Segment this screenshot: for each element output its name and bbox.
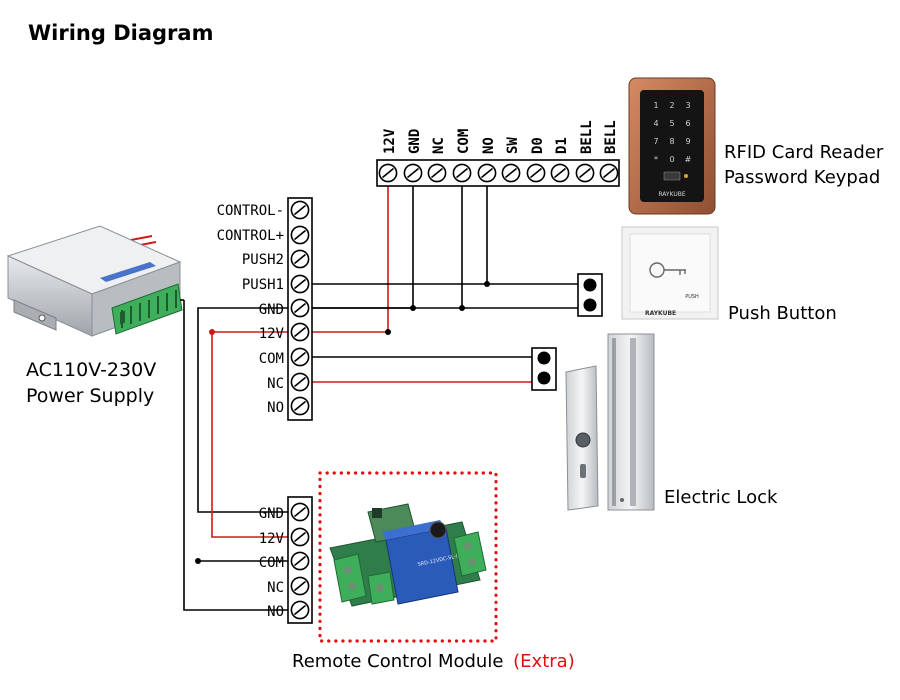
keypad-terminal-label: D0 [530, 137, 546, 154]
keypad-terminal-label: D1 [554, 137, 570, 154]
keypad-terminal-strip [376, 159, 620, 187]
keypad-terminal-label: BELL [603, 120, 619, 154]
psu-screw [290, 274, 310, 294]
psu-screw [290, 249, 310, 269]
psu-terminal-label: NC [267, 376, 284, 392]
power-supply-label-line2: Power Supply [26, 385, 154, 407]
psu-terminal-label: GND [259, 302, 284, 318]
keypad-label-line1: RFID Card Reader [724, 142, 884, 163]
push-button-text: PUSH [685, 294, 699, 300]
svg-text:8: 8 [669, 137, 674, 146]
keypad-brand: RAYKUBE [658, 191, 686, 198]
keypad-terminal-labels: 12V GND NC COM NO SW D0 D1 BELL BELL [382, 120, 619, 154]
remote-terminal-strip [287, 496, 313, 624]
psu-terminal-label: NO [267, 400, 284, 416]
svg-text:7: 7 [653, 137, 658, 146]
electric-lock-image [565, 333, 655, 511]
push-button-label: Push Button [728, 303, 837, 324]
remote-module-extra: (Extra) [513, 651, 575, 672]
wire-keypad-gnd [312, 184, 414, 309]
keypad-terminal-label: SW [505, 137, 521, 154]
psu-screw [290, 200, 310, 220]
keypad-terminal-label: GND [407, 129, 423, 154]
svg-text:#: # [685, 155, 692, 164]
push-button-brand: RAYKUBE [645, 310, 676, 317]
svg-text:1: 1 [653, 101, 658, 110]
wire-no-remote [183, 300, 288, 611]
keypad-terminal-label: NO [481, 137, 497, 154]
remote-terminal-label: GND [259, 506, 284, 522]
svg-text:3: 3 [685, 101, 690, 110]
svg-text:5: 5 [669, 119, 674, 128]
wire-12v-trunk [211, 331, 288, 538]
remote-module-caption: Remote Control Module (Extra) [292, 651, 575, 672]
svg-text:4: 4 [653, 119, 658, 128]
remote-module-image: SRD-12VDC-SL-C [329, 503, 487, 607]
svg-text:6: 6 [685, 119, 690, 128]
diagram-title: Wiring Diagram [28, 21, 213, 45]
power-supply-terminal-strip [287, 197, 313, 421]
psu-terminal-label: PUSH1 [242, 277, 284, 293]
electric-lock-label: Electric Lock [664, 487, 778, 508]
svg-text:2: 2 [669, 101, 674, 110]
keypad-terminal-label: 12V [382, 128, 398, 154]
remote-terminal-label: NC [267, 580, 284, 596]
psu-screw [290, 298, 310, 318]
wires [183, 184, 580, 611]
remote-terminal-labels: GND 12V COM NC NO [259, 506, 285, 620]
power-supply-terminal-labels: CONTROL- CONTROL+ PUSH2 PUSH1 GND 12V CO… [217, 203, 285, 416]
keypad-terminal-label: COM [456, 129, 472, 154]
power-supply-label-line1: AC110V-230V [26, 359, 156, 381]
remote-terminal-label: NO [267, 604, 284, 620]
svg-text:9: 9 [685, 137, 690, 146]
svg-text:0: 0 [669, 155, 674, 164]
psu-screw [290, 347, 310, 367]
rfid-keypad-image: 1 2 3 4 5 6 7 8 9 * 0 # RAYKUBE [628, 77, 716, 215]
psu-screw [290, 396, 310, 416]
keypad-label-line2: Password Keypad [724, 167, 880, 188]
remote-terminal-label: 12V [259, 531, 285, 547]
remote-module-label: Remote Control Module [292, 651, 503, 672]
push-button-connector [577, 273, 603, 317]
svg-text:*: * [654, 155, 658, 164]
psu-terminal-label: CONTROL+ [217, 228, 284, 244]
keypad-terminal-label: NC [431, 137, 447, 154]
psu-terminal-label: PUSH2 [242, 252, 284, 268]
psu-terminal-label: COM [259, 351, 284, 367]
electric-lock-connector [531, 347, 557, 391]
psu-screw [290, 372, 310, 392]
remote-terminal-label: COM [259, 555, 284, 571]
wire-gnd-trunk [197, 307, 288, 513]
push-button-image: PUSH RAYKUBE [621, 226, 719, 320]
psu-terminal-label: 12V [259, 326, 285, 342]
remote-module-dotted-frame [318, 471, 498, 643]
psu-screw [290, 225, 310, 245]
keypad-terminal-label: BELL [579, 120, 595, 154]
wire-keypad-12v [312, 184, 389, 333]
power-supply-image [6, 225, 184, 337]
psu-terminal-label: CONTROL- [217, 203, 284, 219]
psu-screw [290, 322, 310, 342]
